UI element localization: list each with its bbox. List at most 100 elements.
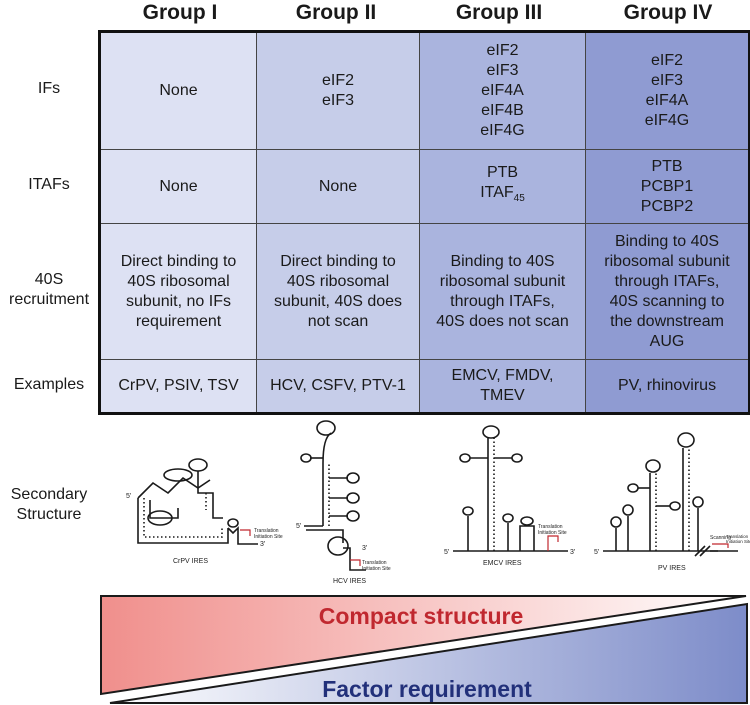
cell-text: None (159, 82, 198, 99)
header-group-2: Group II (295, 1, 377, 24)
cell-text: eIF4A (481, 82, 524, 99)
cell-recruit-group-2: Direct binding to 40S ribosomal subunit,… (256, 223, 420, 360)
hcv-ires-structure (300, 420, 366, 571)
factor-requirement-label: Factor requirement (322, 676, 532, 702)
row-label-secondary-structure: Secondary Structure (0, 480, 98, 530)
three-prime-label-hcv: 3' (362, 545, 367, 552)
cell-text: None (159, 177, 198, 195)
header-group-1: Group I (142, 1, 218, 24)
cell-recruit-group-4: Binding to 40S ribosomal subunit through… (585, 223, 750, 360)
caption-hcv-ires: HCV IRES (333, 578, 366, 585)
cell-text: Direct binding to (280, 252, 396, 270)
secondary-label-line2: Structure (16, 506, 82, 523)
row-label-40s-line2: recruitment (8, 291, 90, 308)
scanning-label-pv: Scanning (710, 535, 731, 541)
cell-text: not scan (307, 312, 369, 330)
row-label-40s-line1: 40S (34, 271, 64, 288)
cell-text: 40S ribosomal (286, 272, 390, 290)
tis-line1-crpv: Translation (254, 528, 279, 534)
cell-examples-group-4: PV, rhinovirus (585, 359, 750, 414)
cell-text: through ITAFs, (614, 272, 720, 290)
three-prime-label-emcv: 3' (570, 549, 575, 556)
cell-text: ribosomal subunit (604, 252, 730, 270)
gradient-wedges: Compact structure Factor requirement (100, 595, 748, 704)
tis-line2-hcv: Initiation Site (362, 566, 391, 572)
five-prime-label-emcv: 5' (444, 549, 449, 556)
pv-ires-structure (603, 432, 738, 557)
cell-examples-group-2: HCV, CSFV, PTV-1 (256, 359, 420, 414)
factor-requirement-wedge (109, 602, 748, 704)
row-label-examples: Examples (13, 376, 85, 393)
cell-text: eIF3 (486, 62, 519, 79)
cell-text: PCBP2 (640, 197, 694, 215)
tis-line2-crpv: Initiation Site (254, 534, 283, 540)
cell-text: requirement (135, 312, 222, 330)
row-label-itafs: ITAFs (28, 176, 70, 193)
cell-itafs-group-4: PTB PCBP1 PCBP2 (585, 149, 750, 224)
cell-text: Binding to 40S (614, 232, 720, 250)
cell-ifs-group-2: eIF2 eIF3 (256, 31, 420, 150)
cell-text: eIF4G (480, 122, 525, 139)
three-prime-label-crpv: 3' (260, 541, 265, 548)
tis-line2-emcv: Initiation Site (538, 530, 567, 536)
header-group-4: Group IV (623, 1, 713, 24)
tis-line1-hcv: Translation (362, 560, 387, 566)
compact-structure-wedge (100, 595, 747, 696)
caption-emcv-ires: EMCV IRES (483, 560, 522, 567)
cell-examples-group-1: CrPV, PSIV, TSV (99, 359, 257, 414)
secondary-structures-figure: 5' 3' Translation Initiation Site CrPV I… (126, 420, 750, 585)
ires-comparison-table: None eIF2 eIF3 eIF2 eIF3 eIF4A eIF4B eIF… (98, 30, 750, 415)
cell-examples-group-3: EMCV, FMDV, TMEV (419, 359, 586, 414)
cell-itafs-group-3: PTB ITAF45 (419, 149, 586, 224)
cell-text: 40S scanning to (609, 292, 725, 310)
cell-text: eIF3 (321, 92, 354, 109)
cell-ifs-group-1: None (99, 31, 257, 150)
cell-text: AUG (649, 332, 685, 350)
cell-text: Direct binding to (120, 252, 237, 270)
cell-recruit-group-1: Direct binding to 40S ribosomal subunit,… (99, 223, 257, 360)
cell-text: subunit, 40S does (273, 292, 403, 310)
cell-text: eIF4A (645, 92, 689, 109)
cell-text: eIF2 (486, 42, 519, 59)
cell-text: PTB (486, 164, 519, 182)
row-label-40s-recruitment: 40S recruitment (0, 222, 98, 358)
cell-recruit-group-3: Binding to 40S ribosomal subunit through… (419, 223, 586, 360)
cell-text: TMEV (480, 387, 525, 404)
header-group-3: Group III (455, 1, 543, 24)
row-label-ifs: IFs (37, 80, 61, 97)
secondary-label-line1: Secondary (10, 486, 88, 503)
itaf-text: ITAF (480, 184, 514, 202)
tis-line2-pv: Initiation Site (726, 539, 750, 544)
cell-text: eIF3 (650, 72, 683, 89)
cell-text: Binding to 40S (450, 252, 555, 270)
cell-text: eIF4B (481, 102, 524, 119)
compact-structure-label: Compact structure (319, 603, 523, 629)
cell-text: eIF2 (321, 72, 354, 89)
five-prime-label-pv: 5' (594, 549, 599, 556)
cell-itafs-group-1: None (99, 149, 257, 224)
crpv-ires-structure (137, 458, 258, 545)
cell-ifs-group-3: eIF2 eIF3 eIF4A eIF4B eIF4G (419, 31, 586, 150)
five-prime-label-hcv: 5' (296, 523, 301, 530)
caption-crpv-ires: CrPV IRES (173, 558, 208, 565)
cell-ifs-group-4: eIF2 eIF3 eIF4A eIF4G (585, 31, 750, 150)
cell-text: PV, rhinovirus (617, 377, 717, 394)
cell-text: through ITAFs, (450, 292, 555, 310)
cell-text: the downstream (610, 312, 724, 330)
cell-text: ribosomal subunit (439, 272, 566, 290)
cell-text: PCBP1 (640, 177, 694, 195)
cell-text: 40S ribosomal (127, 272, 230, 290)
caption-pv-ires: PV IRES (658, 565, 686, 572)
cell-text-itaf45: ITAF45 (424, 183, 581, 209)
cell-text: HCV, CSFV, PTV-1 (270, 377, 406, 394)
cell-text: PTB (651, 157, 683, 175)
cell-text: eIF4G (644, 112, 690, 129)
itaf-subscript: 45 (513, 193, 525, 205)
cell-text: 40S does not scan (436, 312, 569, 330)
cell-text: CrPV, PSIV, TSV (118, 377, 239, 394)
cell-text: eIF2 (650, 52, 683, 69)
cell-text: None (318, 177, 358, 195)
cell-itafs-group-2: None (256, 149, 420, 224)
tis-line1-pv: Translation (726, 534, 749, 539)
cell-text: subunit, no IFs (126, 292, 231, 310)
